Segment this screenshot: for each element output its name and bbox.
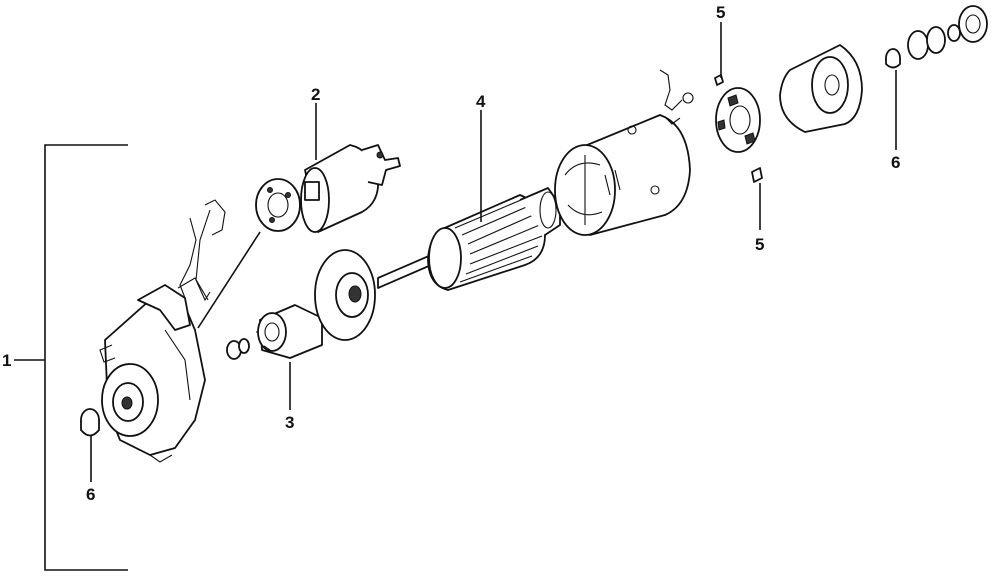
callout-2: 2 (311, 85, 320, 104)
callout-5-top: 5 (716, 3, 725, 22)
brush-top (714, 70, 724, 86)
callout-6-left: 6 (86, 485, 95, 504)
brush-bottom (751, 167, 763, 183)
leader-lines (90, 22, 897, 482)
callout-6-right: 6 (891, 153, 900, 172)
callout-3: 3 (285, 413, 294, 432)
callout-1: 1 (2, 351, 11, 370)
armature (377, 187, 561, 291)
callout-5-bottom: 5 (755, 235, 764, 254)
terminal-lead (659, 69, 694, 125)
bushing-right (885, 48, 901, 69)
solenoid (300, 144, 401, 233)
assembly-bracket (14, 144, 128, 571)
drive-end-housing (99, 284, 206, 463)
field-frame (554, 114, 691, 236)
solenoid-plate (255, 178, 301, 232)
shift-lever (177, 199, 261, 329)
bushing-left (80, 408, 100, 437)
brush-holder (715, 87, 761, 153)
center-plate (314, 249, 376, 341)
rear-end-frame (779, 44, 863, 133)
callout-4: 4 (476, 92, 486, 111)
end-cap-parts (907, 5, 988, 60)
pinion-clutch (226, 304, 323, 360)
